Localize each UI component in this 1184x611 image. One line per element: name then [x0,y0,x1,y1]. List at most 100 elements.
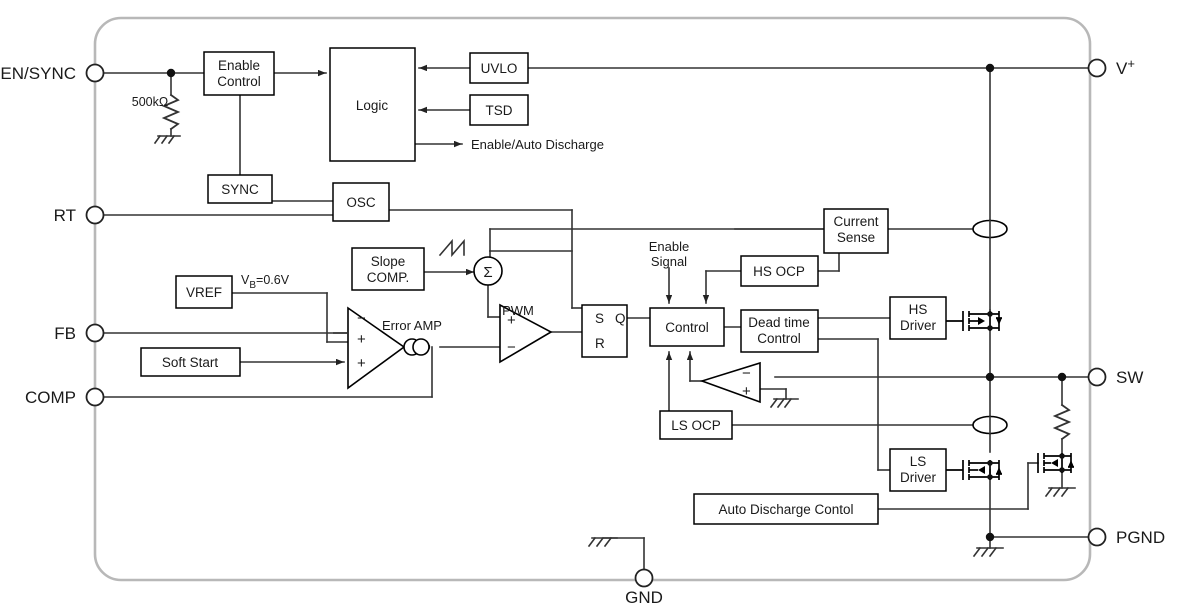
label-slope-comp-l2: COMP. [367,270,410,285]
summing-node-circle [473,256,503,286]
symbol-pwm-minus: − [507,339,516,356]
block-ls-driver [889,448,947,492]
label-dead-time-l2: Control [757,331,801,346]
label-sync: SYNC [221,182,259,197]
pin-label-rt: RT [54,206,76,225]
block-control [649,307,725,347]
pwm-comparator-triangle [499,303,553,364]
label-current-sense-l1: Current [833,214,878,229]
ic-boundary [93,16,1092,582]
label-hs-driver-l1: HS [909,302,928,317]
block-logic [329,47,416,162]
label-current-sense-l2: Sense [837,230,875,245]
mosfet-ls-drain-dot [987,460,993,466]
pin-label-comp: COMP [25,388,76,407]
label-enable-control-l1: Enable [218,58,260,73]
mosfet-high-side [946,311,1002,331]
pin-terminals-right [1087,58,1107,547]
label-ls-driver-l1: LS [910,454,927,469]
label-enable-signal-l1: Enable [649,239,689,254]
label-vb-ref: VB=0.6V [241,273,290,291]
symbol-pwm-plus: + [507,312,516,329]
junction-vplus [985,63,995,73]
block-slope-comp [351,247,425,291]
pin-circle-vplus [1087,58,1107,78]
label-auto-discharge: Auto Discharge Contol [718,502,853,517]
label-hs-ocp: HS OCP [753,264,805,279]
junction-sw2 [1057,372,1067,382]
junction-pgnd [985,532,995,542]
error-amp-triangle [347,306,406,390]
label-slope-comp-l1: Slope [371,254,406,269]
label-logic: Logic [356,98,389,113]
pin-label-fb: FB [54,324,76,343]
label-control: Control [665,320,709,335]
label-enable-auto-discharge: Enable/Auto Discharge [471,137,604,152]
block-osc [332,182,390,222]
label-soft-start: Soft Start [162,355,219,370]
pin-circle-ensync [85,63,105,83]
pin-circle-sw [1087,367,1107,387]
block-hs-driver [889,296,947,340]
pin-label-sw: SW [1116,368,1143,387]
block-ls-ocp [659,410,733,440]
block-uvlo [469,52,529,84]
label-osc: OSC [346,195,376,210]
block-tsd [469,94,529,126]
label-resistor-500k: 500kΩ [132,95,168,109]
junction-sw [985,372,995,382]
label-tsd: TSD [486,103,513,118]
ground-symbol-gnd [587,536,618,548]
pin-label-pgnd: PGND [1116,528,1165,547]
block-vref [175,275,233,309]
label-enable-control-l2: Control [217,74,261,89]
pin-circle-fb [85,323,105,343]
zcd-comparator-triangle [699,361,761,404]
mosfet-disch-source-dot [1059,467,1065,473]
label-uvlo: UVLO [481,61,518,76]
junction-ensync [166,68,176,78]
block-hs-ocp [740,255,819,287]
block-dead-time [740,309,819,353]
pin-circle-rt [85,205,105,225]
mosfet-low-side [946,460,1002,480]
label-ls-ocp: LS OCP [671,418,721,433]
pin-label-vplus: V+ [1116,56,1135,78]
gm-output-symbol [403,338,430,356]
block-current-sense [823,208,889,254]
pin-label-gnd: GND [625,588,663,607]
label-dead-time-l1: Dead time [748,315,810,330]
mosfet-disch-drain-dot [1059,453,1065,459]
pin-circle-gnd [634,568,654,588]
label-pwm: PWM [502,303,534,318]
label-enable-signal-l2: Signal [651,254,687,269]
pin-circle-pgnd [1087,527,1107,547]
symbol-erroramp-plus1: + [357,331,366,348]
label-latch-q: Q [615,311,626,326]
mosfet-hs-drain-dot [987,311,993,317]
label-error-amp: Error AMP [382,318,442,333]
mosfet-auto-discharge [1037,453,1074,473]
pin-label-ensync: EN/SYNC [0,64,76,83]
ground-symbol-res [153,134,181,145]
symbol-zcd-minus: − [742,365,751,382]
ground-symbol-pgnd [972,546,1004,558]
pin-circle-comp [85,387,105,407]
block-auto-discharge [693,493,879,525]
label-latch-r: R [595,336,605,351]
label-ls-driver-l2: Driver [900,470,937,485]
mosfet-ls-source-dot [987,474,993,480]
ground-symbol-zcd [769,397,799,409]
block-sync [207,174,273,204]
symbol-zcd-plus: + [742,383,751,400]
label-latch-s: S [595,311,604,326]
resistor-discharge [1052,403,1072,441]
block-sr-latch [581,304,628,358]
junction-dots [166,63,1067,542]
symbol-erroramp-minus: − [357,310,366,327]
pin-terminals-left [85,63,105,407]
label-hs-driver-l2: Driver [900,318,937,333]
ground-symbol-discharge [1044,486,1076,498]
mosfet-hs-source-dot [987,325,993,331]
